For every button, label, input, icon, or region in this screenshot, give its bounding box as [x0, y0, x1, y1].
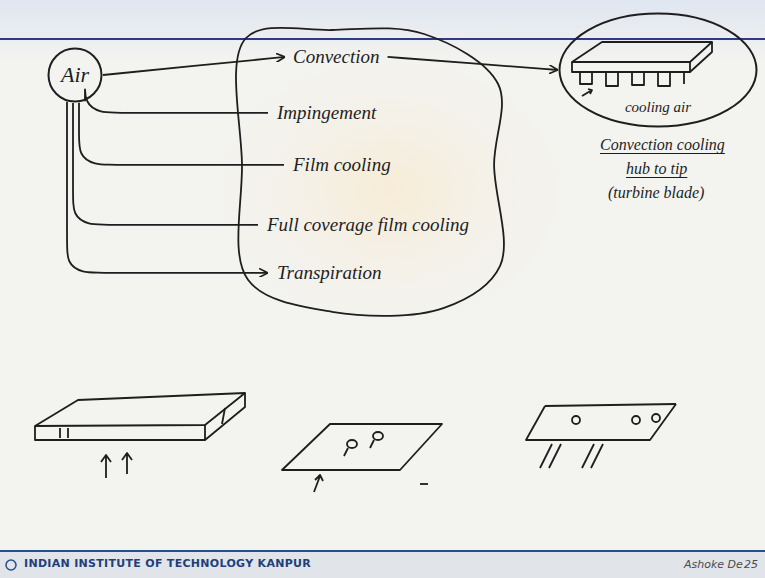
- page-number: 25: [744, 559, 758, 572]
- method-item: Full coverage film cooling: [262, 212, 474, 238]
- method-item: Convection: [288, 44, 385, 70]
- author-name: Ashoke De: [684, 559, 743, 572]
- connector-arrow: [67, 102, 268, 273]
- header-rule: [0, 38, 765, 40]
- note: Convection cooling: [600, 136, 725, 154]
- connector-arrow: [73, 103, 258, 225]
- connector-arrow: [388, 57, 558, 70]
- sketch-callout: cooling air: [558, 12, 758, 128]
- node-outline-shape: [49, 49, 102, 102]
- connector-arrow: [79, 103, 284, 165]
- warm-tint: [170, 20, 610, 360]
- node-text: Full coverage film cooling: [267, 214, 469, 236]
- method-item: Film cooling: [288, 152, 396, 178]
- connector-arrow: [85, 89, 268, 113]
- note: hub to tip: [626, 160, 687, 178]
- footer-logo: [6, 560, 16, 570]
- film-hole-plate-sketch: [282, 424, 442, 492]
- institute-name: INDIAN INSTITUTE OF TECHNOLOGY KANPUR: [24, 558, 311, 571]
- footer-rule: [0, 550, 765, 552]
- grouping-blob: [236, 28, 504, 316]
- source-circle: Air: [47, 47, 103, 103]
- node-text: cooling air: [625, 99, 691, 116]
- node-text: Convection: [293, 46, 380, 68]
- footer-bar: [0, 551, 765, 578]
- node-text: Air: [61, 62, 89, 87]
- node-text: Impingement: [277, 102, 376, 124]
- node-text: Film cooling: [293, 154, 391, 176]
- note: (turbine blade): [608, 184, 704, 202]
- connector-arrow: [103, 57, 285, 75]
- node-text: Transpiration: [277, 262, 382, 284]
- node-outline-shape: [560, 14, 757, 127]
- plate-sketch: [35, 393, 245, 478]
- method-item: Transpiration: [272, 260, 387, 286]
- finned-plate-sketch: [572, 42, 712, 96]
- method-item: Impingement: [272, 100, 381, 126]
- transpiration-plate-sketch: [526, 404, 676, 468]
